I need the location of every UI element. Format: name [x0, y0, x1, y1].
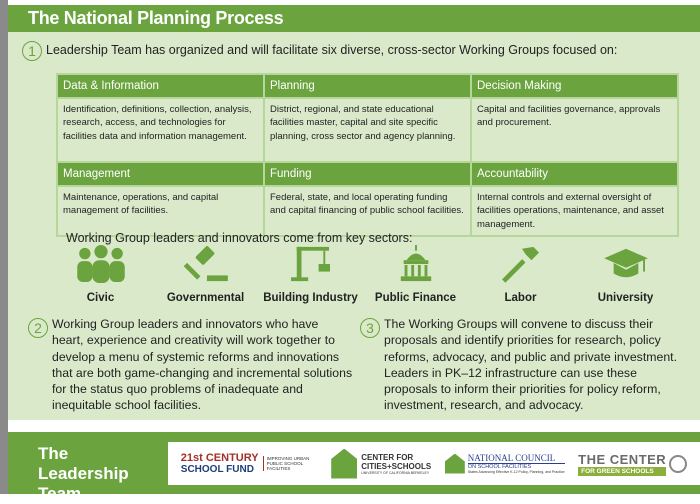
- logo-text: THE CENTER: [578, 451, 667, 467]
- sector-public-finance: Public Finance: [363, 245, 468, 304]
- group-title: Planning: [263, 72, 472, 100]
- page-title: The National Planning Process: [8, 5, 700, 32]
- house-icon: [331, 448, 358, 479]
- group-title: Data & Information: [56, 72, 265, 100]
- sector-labor: Labor: [468, 245, 573, 304]
- school-icon: [444, 453, 465, 474]
- sector-university: University: [573, 245, 678, 304]
- group-title: Accountability: [470, 161, 679, 188]
- hammer-icon: [501, 246, 539, 283]
- sectors-heading: Working Group leaders and innovators com…: [66, 231, 413, 245]
- group-desc: Identification, definitions, collection,…: [56, 97, 265, 164]
- logo-text: ON SCHOOL FACILITIES: [467, 463, 565, 470]
- step-2: 2 Working Group leaders and innovators w…: [28, 316, 353, 414]
- working-groups-table: Data & Information Planning Decision Mak…: [56, 72, 679, 238]
- step-text: Working Group leaders and innovators who…: [52, 317, 353, 413]
- step-text: Leadership Team has organized and will f…: [46, 43, 618, 57]
- logo-text: CITIES+SCHOOLS: [361, 461, 432, 471]
- group-title: Management: [56, 161, 265, 188]
- sector-label: Governmental: [166, 292, 245, 304]
- group-desc: Capital and facilities governance, appro…: [470, 97, 679, 164]
- footer-title: The Leadership Team: [38, 444, 129, 503]
- logo-text: FOR GREEN SCHOOLS: [578, 466, 667, 476]
- logo-text: NATIONAL COUNCIL: [467, 453, 556, 463]
- step-number: 2: [28, 318, 48, 338]
- capitol-icon: [400, 245, 431, 282]
- step-text: The Working Groups will convene to discu…: [384, 317, 677, 413]
- sector-building-industry: Building Industry: [258, 245, 363, 304]
- logo-text: SCHOOL FUND: [180, 464, 254, 475]
- step-number: 3: [360, 318, 380, 338]
- group-desc: Maintenance, operations, and capital man…: [56, 185, 265, 238]
- crane-icon: [290, 246, 330, 282]
- group-desc: Internal controls and external oversight…: [470, 185, 679, 238]
- left-edge: [0, 0, 8, 494]
- logo-text: CENTER FOR: [361, 452, 414, 462]
- sector-label: Labor: [504, 292, 537, 304]
- logo-tagline: States Advancing Effective K-12 Policy, …: [467, 470, 565, 474]
- group-title: Funding: [263, 161, 472, 188]
- logo-tagline: IMPROVING URBAN PUBLIC SCHOOL FACILITIES: [262, 456, 318, 471]
- sector-civic: Civic: [48, 245, 153, 304]
- group-desc: Federal, state, and local operating fund…: [263, 185, 472, 238]
- step-3: 3 The Working Groups will convene to dis…: [360, 316, 690, 414]
- sectors-row: Civic Governmental Building Industry Pub…: [48, 245, 678, 304]
- planning-process-panel: The National Planning Process 1 Leadersh…: [8, 5, 700, 420]
- people-icon: [76, 245, 125, 283]
- sector-label: Civic: [86, 292, 115, 304]
- sector-label: Public Finance: [374, 292, 457, 304]
- step-1: 1 Leadership Team has organized and will…: [22, 41, 617, 61]
- group-title: Decision Making: [470, 72, 679, 100]
- sector-label: University: [597, 292, 654, 304]
- usgbc-seal-icon: [669, 454, 688, 473]
- logo-tagline: UNIVERSITY OF CALIFORNIA BERKELEY: [361, 470, 430, 475]
- graduation-cap-icon: [603, 248, 648, 278]
- logo-text: 21st CENTURY: [180, 452, 259, 464]
- gavel-icon: [183, 246, 228, 282]
- group-desc: District, regional, and state educationa…: [263, 97, 472, 164]
- sector-label: Building Industry: [263, 292, 358, 304]
- step-number: 1: [22, 41, 42, 61]
- sector-governmental: Governmental: [153, 245, 258, 304]
